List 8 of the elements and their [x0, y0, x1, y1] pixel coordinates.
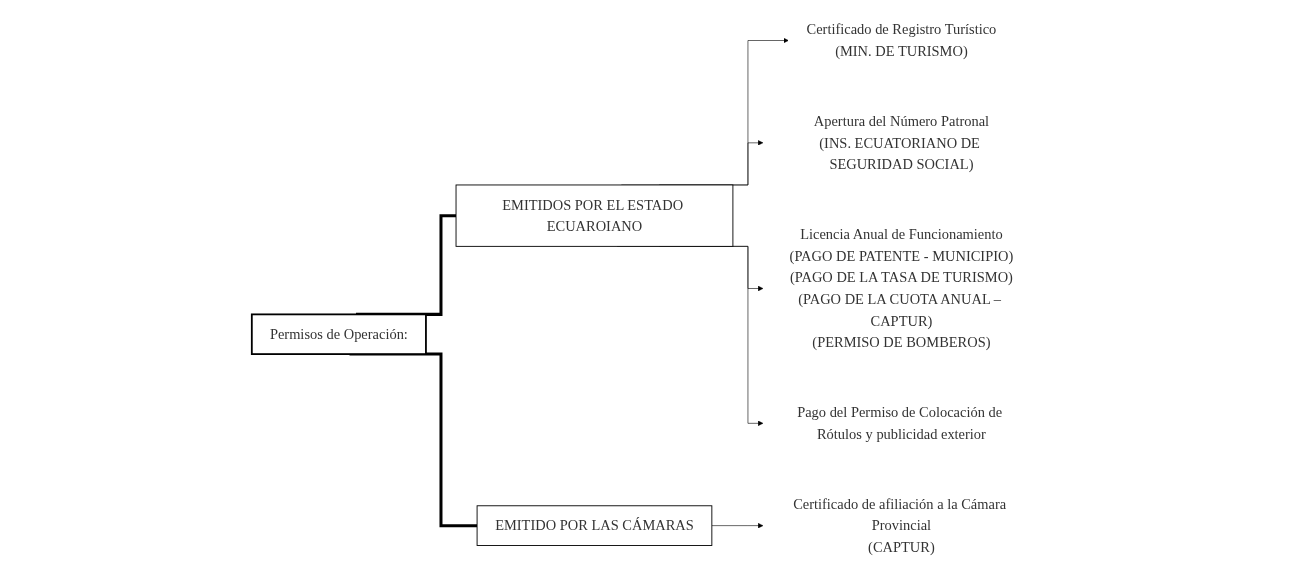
node-text: Apertura del Número Patronal (INS. ECUATORIANO DE SEGURIDAD SOCIAL) — [813, 113, 990, 173]
node-box: EMITIDO POR LAS CÁMARAS — [476, 505, 713, 546]
node-text: Certificado de afiliación a la Cámara Provincial (CAPTUR) — [793, 496, 1007, 556]
node-text: Licencia Anual de Funcionamiento (PAGO DE PATENTE - MUNICIPIO) (PAGO DE LA TASA DE TURISMO) (PAGO DE LA CUOTA ANUAL – CAPTUR) (PERMISO DE BOMBEROS) — [789, 226, 1014, 351]
node-box: EMITIDOS POR EL ESTADO ECUAROIANO — [455, 184, 734, 247]
node-box: Permisos de Operación: — [251, 313, 427, 355]
node-text: Certificado de Registro Turístico (MIN. DE TURISMO) — [806, 21, 997, 60]
node-text: Pago del Permiso de Colocación de Rótulos y publicidad exterior — [797, 404, 1003, 442]
